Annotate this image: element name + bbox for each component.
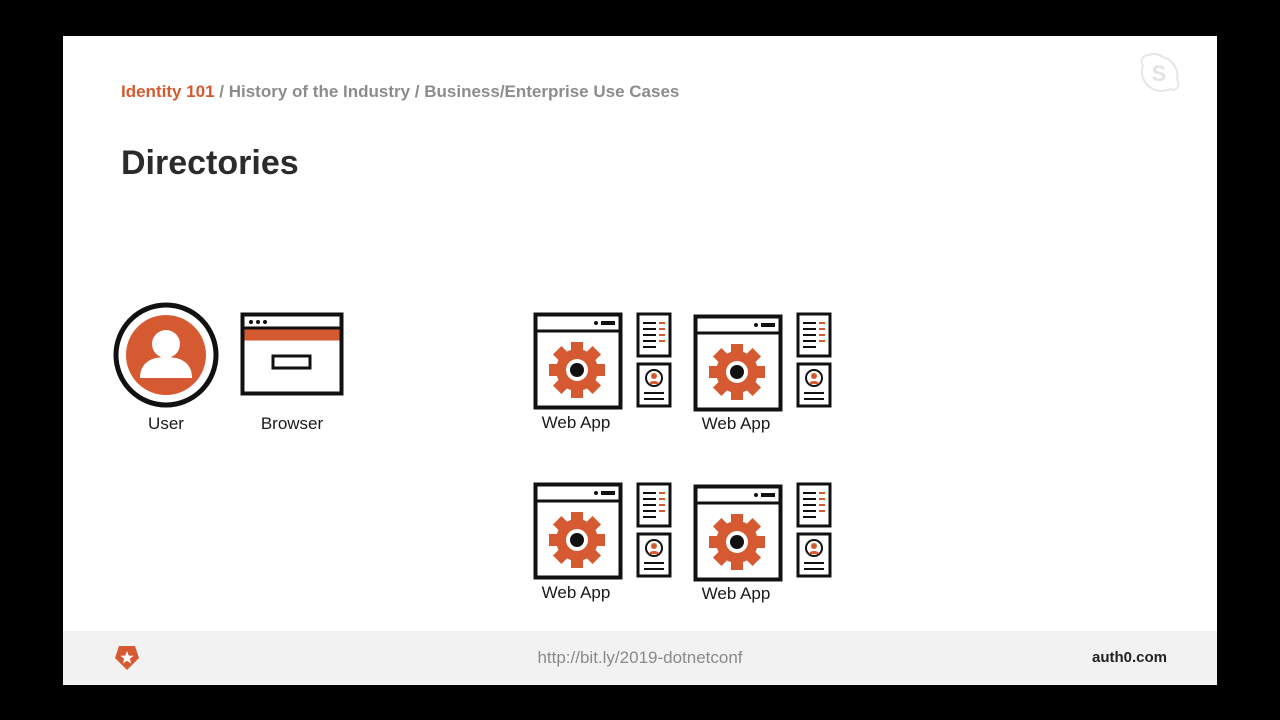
- document-icon: [796, 312, 832, 358]
- footer-url-link[interactable]: http://bit.ly/2019-dotnetconf: [537, 648, 743, 667]
- web-app-gear-icon: [693, 484, 783, 582]
- web-app-gear-icon: [693, 314, 783, 412]
- web-app-label: Web App: [701, 584, 771, 603]
- user-label: User: [148, 414, 184, 433]
- web-app-gear-icon: [533, 482, 623, 580]
- footer-brand-link[interactable]: auth0.com: [1091, 649, 1167, 666]
- web-app-gear-icon: [533, 312, 623, 410]
- breadcrumb-current-section: Identity 101: [121, 82, 215, 101]
- document-icon: [796, 482, 832, 528]
- web-app-label: Web App: [541, 413, 611, 432]
- browser-window-icon: [240, 312, 344, 396]
- slide-footer: http://bit.ly/2019-dotnetconf auth0.com: [63, 631, 1217, 685]
- user-avatar-icon: [113, 302, 219, 408]
- document-icon: [636, 482, 672, 528]
- breadcrumb: Identity 101 / History of the Industry /…: [121, 82, 679, 102]
- profile-card-icon: [636, 362, 672, 408]
- profile-card-icon: [636, 532, 672, 578]
- auth0-logo-icon: [115, 646, 139, 670]
- web-app-label: Web App: [701, 414, 771, 433]
- svg-text:S: S: [1152, 61, 1167, 86]
- slide: Identity 101 / History of the Industry /…: [63, 36, 1217, 685]
- profile-card-icon: [796, 362, 832, 408]
- browser-label: Browser: [260, 414, 324, 433]
- profile-card-icon: [796, 532, 832, 578]
- web-app-label: Web App: [541, 583, 611, 602]
- slide-title: Directories: [121, 144, 299, 182]
- document-icon: [636, 312, 672, 358]
- breadcrumb-path: / History of the Industry / Business/Ent…: [214, 82, 680, 101]
- skype-icon: S: [1140, 52, 1180, 92]
